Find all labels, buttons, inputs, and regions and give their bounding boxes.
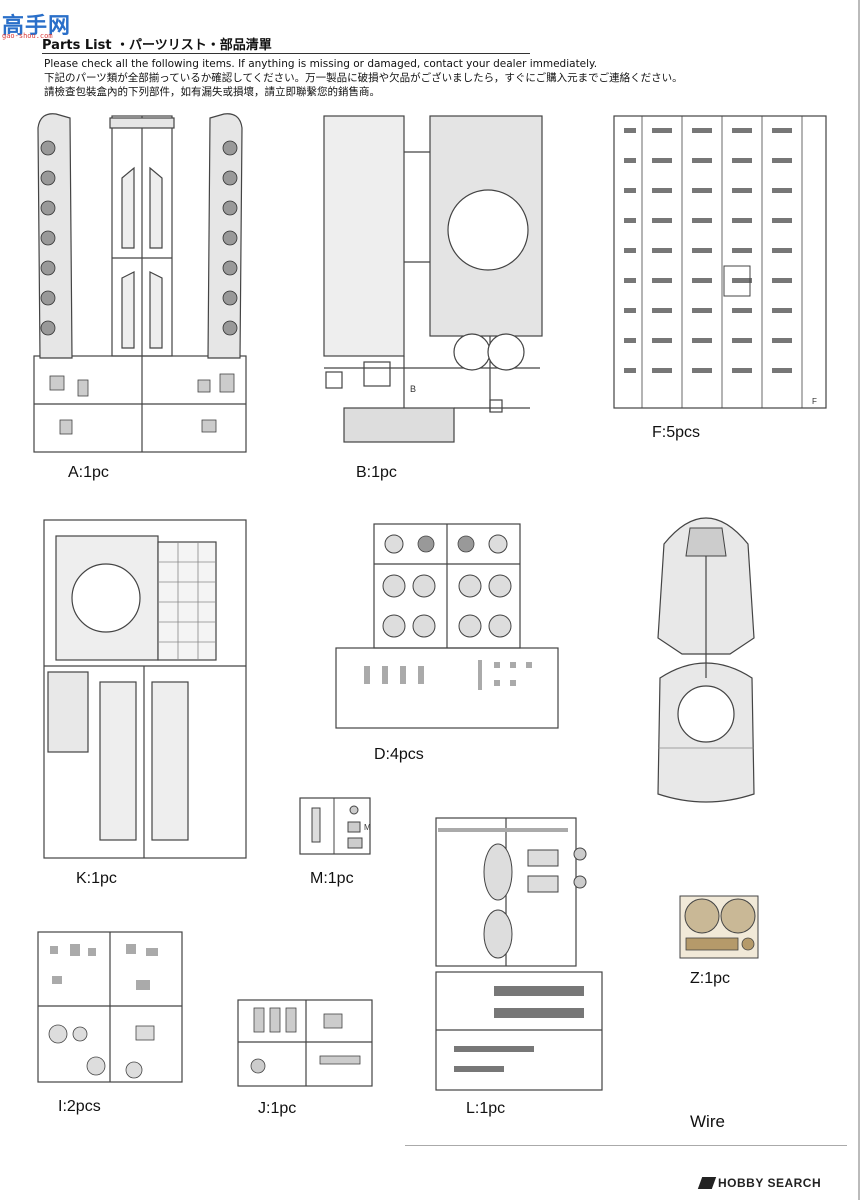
sprue-d-drawing <box>335 523 559 729</box>
sprue-m-letter: M <box>364 823 371 832</box>
label-part-z: Z:1pc <box>690 970 731 987</box>
watermark-logo: 高手网 gao-shou.com <box>2 8 72 46</box>
sprue-k-drawing <box>43 519 247 859</box>
label-part-d: D:4pcs <box>374 746 424 763</box>
notice-english: Please check all the following items. If… <box>44 58 598 70</box>
title-underline <box>42 53 530 54</box>
label-part-b: B:1pc <box>356 464 397 481</box>
label-part-a: A:1pc <box>68 464 109 481</box>
sprue-l-drawing <box>435 817 603 1091</box>
sprue-m-drawing: M <box>299 797 371 855</box>
label-part-k: K:1pc <box>76 870 117 887</box>
photoetch-z-drawing <box>679 895 759 959</box>
footer-brand-text: HOBBY SEARCH <box>718 1176 822 1190</box>
page-title: Parts List ・パーツリスト・部品清單 <box>42 38 272 53</box>
sprue-i-drawing <box>37 931 183 1083</box>
footer-rule <box>405 1145 847 1146</box>
sprue-b-drawing: B <box>323 115 543 443</box>
label-part-j: J:1pc <box>258 1100 297 1117</box>
page-edge <box>858 0 860 1200</box>
label-part-f: F:5pcs <box>652 424 701 441</box>
label-part-i: I:2pcs <box>58 1098 101 1115</box>
sprue-f-letter: F <box>812 397 817 406</box>
notice-japanese: 下記のパーツ類が全部揃っているか確認してください。万一製品に破損や欠品がございま… <box>44 72 683 84</box>
track-links <box>624 128 792 373</box>
watermark-chinese: 高手网 <box>2 14 72 39</box>
hull-drawing <box>657 517 755 803</box>
sprue-f-drawing: F <box>613 115 827 409</box>
sprue-b-letter: B <box>410 384 416 394</box>
label-part-m: M:1pc <box>310 870 354 887</box>
footer-brand: HOBBY SEARCH <box>697 1176 822 1190</box>
sprue-j-drawing <box>237 999 373 1087</box>
notice-chinese: 請檢查包裝盒內的下列部件，如有漏失或損壞，請立即聯繫您的銷售商。 <box>44 86 380 98</box>
sprue-a-drawing <box>33 113 247 453</box>
label-wire: Wire <box>690 1112 725 1131</box>
watermark-url: gao-shou.com <box>2 32 53 40</box>
label-part-l: L:1pc <box>466 1100 506 1117</box>
hobby-search-logo-icon <box>697 1177 717 1189</box>
